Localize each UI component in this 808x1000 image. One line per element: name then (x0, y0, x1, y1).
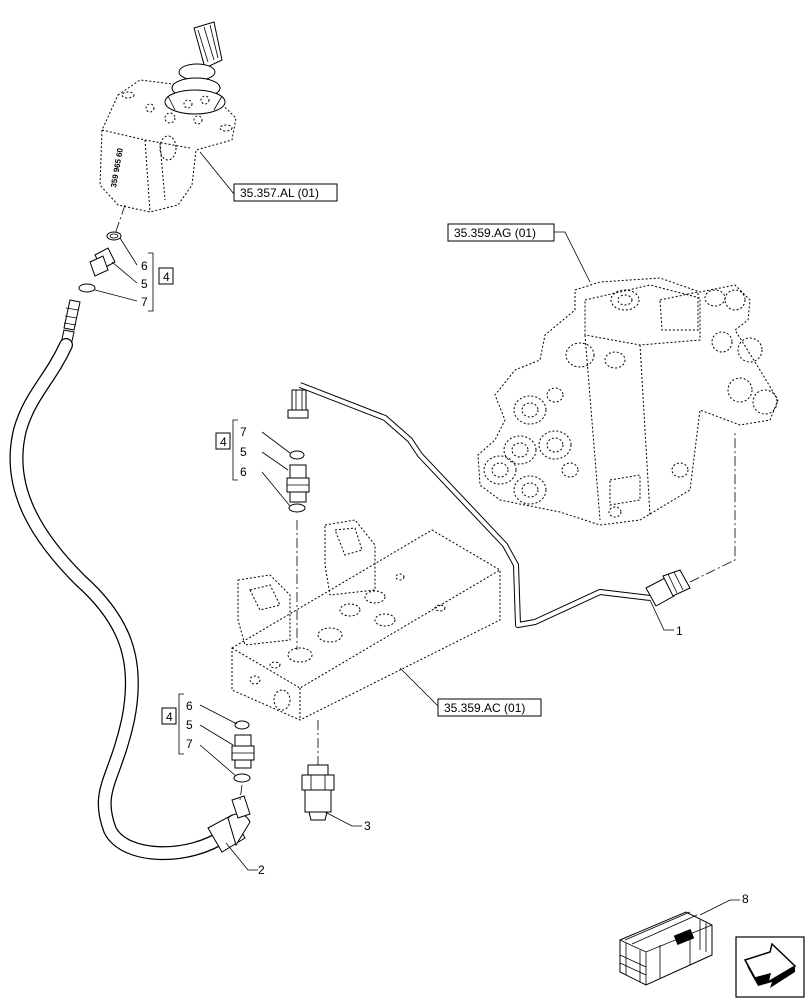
next-page-arrow-icon[interactable] (735, 936, 805, 998)
oring-7-top (78, 283, 96, 293)
manifold-block (231, 519, 501, 721)
callout-hose[interactable]: 2 (225, 842, 265, 877)
callout-hose-text: 2 (258, 863, 265, 877)
group-middle-item-1: 7 (240, 425, 247, 439)
oring-7-mid (289, 450, 305, 460)
main-control-valve (477, 277, 779, 526)
callout-tube[interactable]: 1 (649, 599, 683, 638)
group-top-item-2: 5 (141, 277, 148, 291)
bottom-fitting-group: 6 5 7 4 (161, 693, 255, 783)
callout-kit-text: 8 (742, 892, 749, 906)
callout-pressure-switch-text: 3 (364, 819, 371, 833)
hydraulic-hose (9, 299, 251, 861)
pressure-switch (301, 764, 335, 821)
callout-tube-text: 1 (676, 624, 683, 638)
oring-6-mid (288, 503, 306, 513)
group-top-kit: 4 (163, 270, 170, 284)
group-middle-item-3: 6 (240, 465, 247, 479)
centerline-pilot (112, 204, 126, 241)
group-middle-item-2: 5 (240, 445, 247, 459)
pilot-control-valve: 359 965 60 (99, 21, 237, 213)
group-middle-kit: 4 (220, 435, 227, 449)
ref-manifold-block[interactable]: 35.359.AC (01) (399, 667, 542, 717)
ref-pilot-control-text: 35.357.AL (01) (240, 186, 319, 200)
group-top-item-3: 7 (141, 295, 148, 309)
steel-tube (287, 382, 691, 628)
oring-6-bottom (234, 720, 250, 730)
crate-icon (619, 911, 713, 986)
group-top-item-1: 6 (141, 259, 148, 273)
pilot-code-text: 359 965 60 (109, 147, 125, 189)
callout-kit[interactable]: 8 (699, 892, 749, 916)
group-bottom-item-1: 6 (186, 699, 193, 713)
oring-6-top (106, 231, 122, 241)
ref-control-valve-text: 35.359.AG (01) (454, 226, 536, 240)
centerline-tube (689, 430, 736, 583)
group-bottom-item-3: 7 (186, 737, 193, 751)
callout-pressure-switch[interactable]: 3 (324, 811, 371, 833)
oring-7-bottom (233, 773, 251, 783)
ref-control-valve[interactable]: 35.359.AG (01) (447, 223, 591, 283)
centerline-bottom (239, 784, 243, 801)
middle-fitting-group: 7 5 6 4 (215, 419, 310, 513)
ref-manifold-block-text: 35.359.AC (01) (444, 701, 525, 715)
ref-pilot-control[interactable]: 35.357.AL (01) (199, 151, 338, 202)
group-bottom-item-2: 5 (186, 718, 193, 732)
group-bottom-kit: 4 (166, 710, 173, 724)
top-fitting-group: 6 5 7 4 (78, 231, 174, 312)
